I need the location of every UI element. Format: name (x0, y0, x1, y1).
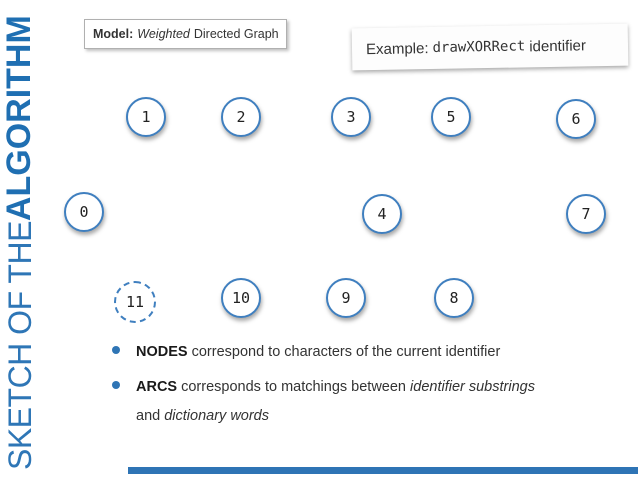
bullet-arcs-italic1: identifier substrings (410, 379, 535, 395)
graph-node-6: 6 (556, 99, 596, 139)
graph-node-4: 4 (362, 194, 402, 234)
bullet-nodes: NODES correspond to characters of the cu… (112, 338, 612, 367)
bullet-nodes-term: NODES (136, 344, 188, 360)
graph-node-7: 7 (566, 194, 606, 234)
side-title-bold: ALGORITHM (0, 15, 38, 222)
graph-node-8: 8 (434, 278, 474, 318)
graph-node-2: 2 (221, 97, 261, 137)
bottom-rule (128, 467, 638, 474)
bullet-nodes-text: correspond to characters of the current … (187, 344, 501, 360)
graph-node-1: 1 (126, 97, 166, 137)
graph-node-9: 9 (326, 278, 366, 318)
model-rest: Directed Graph (193, 27, 279, 41)
bullet-arcs: ARCS corresponds to matchings between id… (112, 373, 612, 431)
bullet-arcs-line2: and (136, 408, 165, 424)
bullet-arcs-text: corresponds to matchings between (177, 379, 411, 395)
bullet-list: NODES correspond to characters of the cu… (112, 338, 612, 431)
bullet-dot (112, 381, 120, 389)
example-banner: Example: drawXORRect identifier (351, 23, 629, 71)
model-emphasis: Weighted (137, 27, 190, 41)
graph-node-5: 5 (431, 97, 471, 137)
model-box: Model: Weighted Directed Graph (84, 19, 287, 49)
bullet-arcs-italic2: dictionary words (164, 408, 269, 424)
side-title-light: SKETCH OF THE (2, 221, 38, 470)
graph-node-11: 11 (114, 281, 156, 323)
example-prefix: Example: (365, 39, 429, 58)
example-code: drawXORRect (432, 38, 526, 57)
example-suffix: identifier (529, 36, 587, 55)
graph-node-3: 3 (331, 97, 371, 137)
graph-node-10: 10 (221, 278, 261, 318)
bullet-dot (112, 346, 120, 354)
model-label: Model: (93, 27, 134, 41)
bullet-arcs-term: ARCS (136, 379, 178, 395)
side-title: SKETCH OF THE ALGORITHM (0, 10, 39, 470)
graph-node-0: 0 (64, 192, 104, 232)
